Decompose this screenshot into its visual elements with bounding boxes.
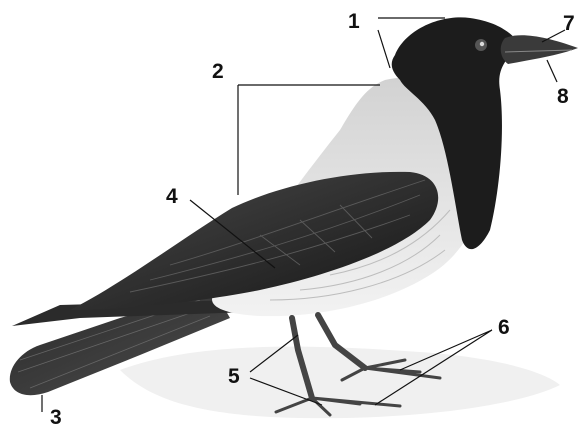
ground-shadow [120, 347, 560, 419]
callout-7: 7 [563, 12, 575, 35]
callout-4: 4 [166, 185, 178, 208]
callout-6: 6 [498, 316, 510, 339]
beak [501, 35, 578, 64]
callout-3: 3 [50, 406, 62, 429]
callout-8: 8 [557, 85, 569, 108]
callout-1: 1 [348, 10, 360, 33]
callout-5: 5 [228, 365, 240, 388]
callout-2: 2 [212, 60, 224, 83]
leader-8 [547, 60, 557, 82]
eye-highlight [480, 42, 484, 46]
